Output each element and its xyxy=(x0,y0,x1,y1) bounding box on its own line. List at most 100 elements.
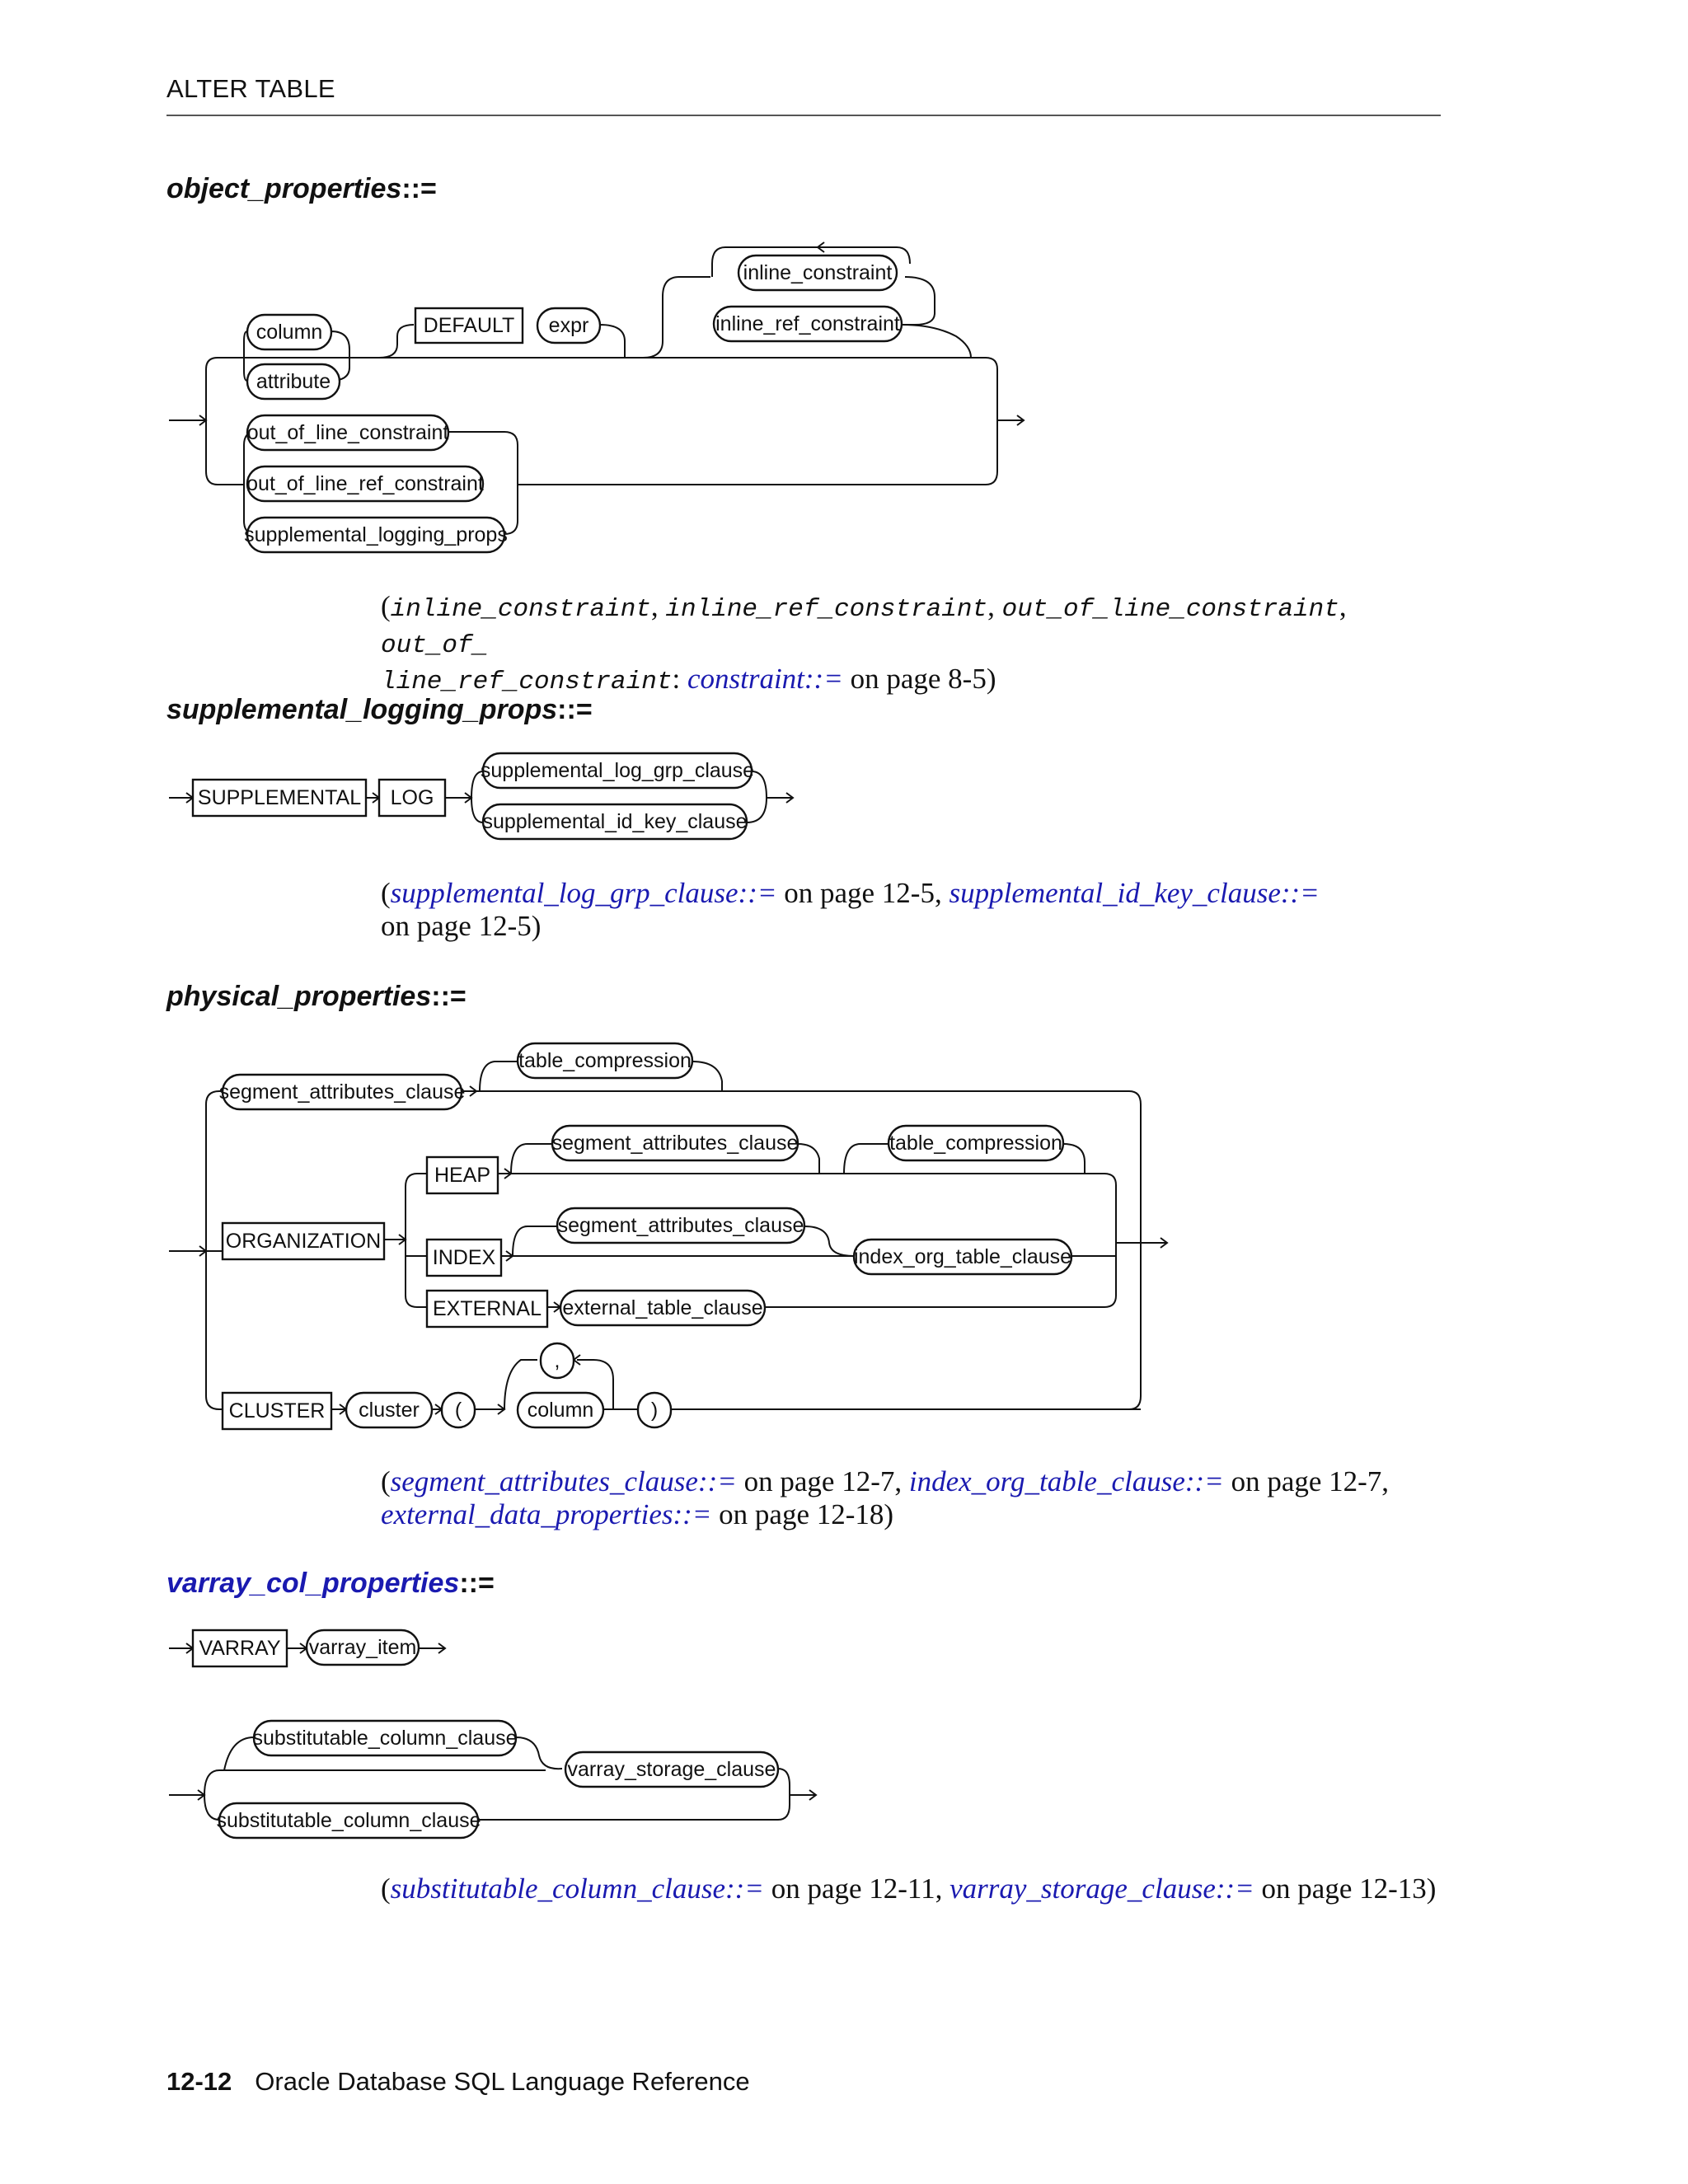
heading-name: object_properties xyxy=(166,173,402,204)
heap-segment-attributes-box xyxy=(551,1124,799,1162)
book-title: Oracle Database SQL Language Reference xyxy=(255,2067,750,2096)
varray-item-label: varray_item xyxy=(309,1636,417,1659)
varray-storage-clause-page: on page 12-13) xyxy=(1254,1872,1437,1905)
log-keyword-label: LOG xyxy=(391,786,434,809)
varray-col-properties-references: (substitutable_column_clause::= on page … xyxy=(381,1872,1437,1905)
default-keyword-label: DEFAULT xyxy=(424,314,515,337)
substitutable-column-clause-page: on page 12-11, xyxy=(763,1872,950,1905)
comma-label: , xyxy=(555,1349,560,1372)
substitutable-column-clause-link[interactable]: substitutable_column_clause::= xyxy=(390,1872,764,1905)
table-compression-label: table_compression xyxy=(518,1049,692,1072)
lparen-box xyxy=(440,1391,476,1429)
heading-op: ::= xyxy=(401,173,437,204)
supplemental-keyword-label: SUPPLEMENTAL xyxy=(198,786,361,809)
heading-physical-properties: physical_properties::= xyxy=(166,981,467,1013)
object-properties-references: (inline_constraint, inline_ref_constrain… xyxy=(381,590,1347,696)
heap-keyword-label: HEAP xyxy=(434,1164,490,1187)
index-org-table-clause-box xyxy=(852,1238,1073,1276)
heap-table-compression-label: table_compression xyxy=(889,1132,1062,1155)
cluster-box xyxy=(345,1391,434,1429)
out-of-line-ref-constraint-box xyxy=(246,465,485,503)
inline-ref-constraint-label: inline_ref_constraint xyxy=(715,312,900,335)
table-compression-box xyxy=(516,1042,694,1080)
constraint-page: on page 8-5) xyxy=(842,663,996,695)
grp-clause-box xyxy=(481,752,753,790)
attribute-box xyxy=(246,363,341,401)
heap-table-compression-box xyxy=(887,1124,1065,1162)
out-of-line-constraint-box xyxy=(246,414,450,452)
external-keyword-label: EXTERNAL xyxy=(433,1297,542,1320)
substitutable-column-clause-label-1: substitutable_column_clause xyxy=(252,1727,517,1750)
heading-name: physical_properties xyxy=(166,981,432,1012)
id-key-clause-label: supplemental_id_key_clause xyxy=(482,810,747,833)
expr-box xyxy=(536,307,602,344)
heading-op: ::= xyxy=(459,1568,495,1599)
organization-keyword-label: ORGANIZATION xyxy=(226,1230,381,1253)
rparen-label: ) xyxy=(651,1399,658,1422)
inline-constraint-label: inline_constraint xyxy=(743,261,893,284)
ref-out-of-line-ref-a: out_of_ xyxy=(381,631,489,660)
id-key-clause-link[interactable]: supplemental_id_key_clause::= xyxy=(949,877,1320,909)
inline-ref-constraint-box xyxy=(712,305,903,343)
cluster-keyword-box xyxy=(221,1391,333,1431)
supplemental-logging-props-label: supplemental_logging_props xyxy=(244,523,508,546)
varray-storage-clause-box xyxy=(564,1750,780,1788)
index-keyword-box xyxy=(425,1238,503,1277)
attribute-label: attribute xyxy=(256,370,331,393)
organization-keyword-box xyxy=(221,1221,386,1261)
heading-varray-col-properties: varray_col_properties::= xyxy=(166,1568,495,1600)
index-org-table-link[interactable]: index_org_table_clause::= xyxy=(908,1465,1224,1497)
ref-inline-ref-constraint: inline_ref_constraint xyxy=(665,595,988,624)
column-label: column xyxy=(256,321,323,344)
index-segment-attributes-label: segment_attributes_clause xyxy=(558,1214,804,1237)
supplemental-keyword-box xyxy=(191,778,368,818)
grp-clause-page: on page 12-5, xyxy=(776,877,950,909)
id-key-clause-page: on page 12-5) xyxy=(381,910,542,942)
index-org-table-page: on page 12-7, xyxy=(1223,1465,1390,1497)
log-keyword-box xyxy=(377,778,447,818)
ref-out-of-line-constraint: out_of_line_constraint xyxy=(1001,595,1339,624)
id-key-clause-box xyxy=(481,803,748,841)
grp-clause-link[interactable]: supplemental_log_grp_clause::= xyxy=(390,877,777,909)
heading-name: supplemental_logging_props xyxy=(166,694,558,725)
index-segment-attributes-box xyxy=(556,1207,806,1244)
grp-clause-label: supplemental_log_grp_clause xyxy=(481,759,754,782)
substitutable-column-clause-box-2 xyxy=(218,1802,480,1840)
segment-attributes-clause-label: segment_attributes_clause xyxy=(219,1080,466,1104)
lparen-label: ( xyxy=(455,1399,462,1422)
heap-keyword-box xyxy=(425,1155,499,1195)
heading-object-properties: object_properties::= xyxy=(166,173,437,205)
varray-item-box xyxy=(305,1629,420,1666)
out-of-line-constraint-label: out_of_line_constraint xyxy=(247,421,449,444)
cluster-keyword-label: CLUSTER xyxy=(229,1399,326,1422)
external-data-properties-link[interactable]: external_data_properties::= xyxy=(381,1498,712,1530)
heap-segment-attributes-label: segment_attributes_clause xyxy=(552,1132,799,1155)
index-keyword-label: INDEX xyxy=(433,1246,496,1269)
external-keyword-box xyxy=(425,1289,549,1329)
header-rule xyxy=(166,115,1441,116)
varray-storage-clause-label: varray_storage_clause xyxy=(568,1758,776,1781)
external-table-clause-box xyxy=(559,1289,767,1327)
ref-inline-constraint: inline_constraint xyxy=(390,595,651,624)
inline-constraint-box xyxy=(737,254,898,292)
running-header: ALTER TABLE xyxy=(166,74,335,103)
index-org-table-clause-label: index_org_table_clause xyxy=(854,1245,1071,1268)
page-footer: 12-12 Oracle Database SQL Language Refere… xyxy=(166,2067,750,2097)
cluster-column-label: column xyxy=(528,1399,594,1422)
segment-attributes-link[interactable]: segment_attributes_clause::= xyxy=(390,1465,737,1497)
varray-keyword-box xyxy=(191,1629,288,1668)
segment-attributes-clause-box xyxy=(221,1073,463,1111)
substitutable-column-clause-box-1 xyxy=(252,1719,518,1757)
heading-op: ::= xyxy=(557,694,593,725)
comma-box xyxy=(539,1342,575,1380)
expr-label: expr xyxy=(549,314,589,337)
cluster-column-box xyxy=(516,1391,605,1429)
supplemental-logging-props-box xyxy=(246,516,506,554)
varray-storage-clause-link[interactable]: varray_storage_clause::= xyxy=(950,1872,1254,1905)
varray-keyword-label: VARRAY xyxy=(199,1637,280,1660)
constraint-link[interactable]: constraint::= xyxy=(687,663,843,695)
substitutable-column-clause-label-2: substitutable_column_clause xyxy=(216,1809,481,1832)
heading-name[interactable]: varray_col_properties xyxy=(166,1568,460,1599)
page-number: 12-12 xyxy=(166,2067,232,2096)
